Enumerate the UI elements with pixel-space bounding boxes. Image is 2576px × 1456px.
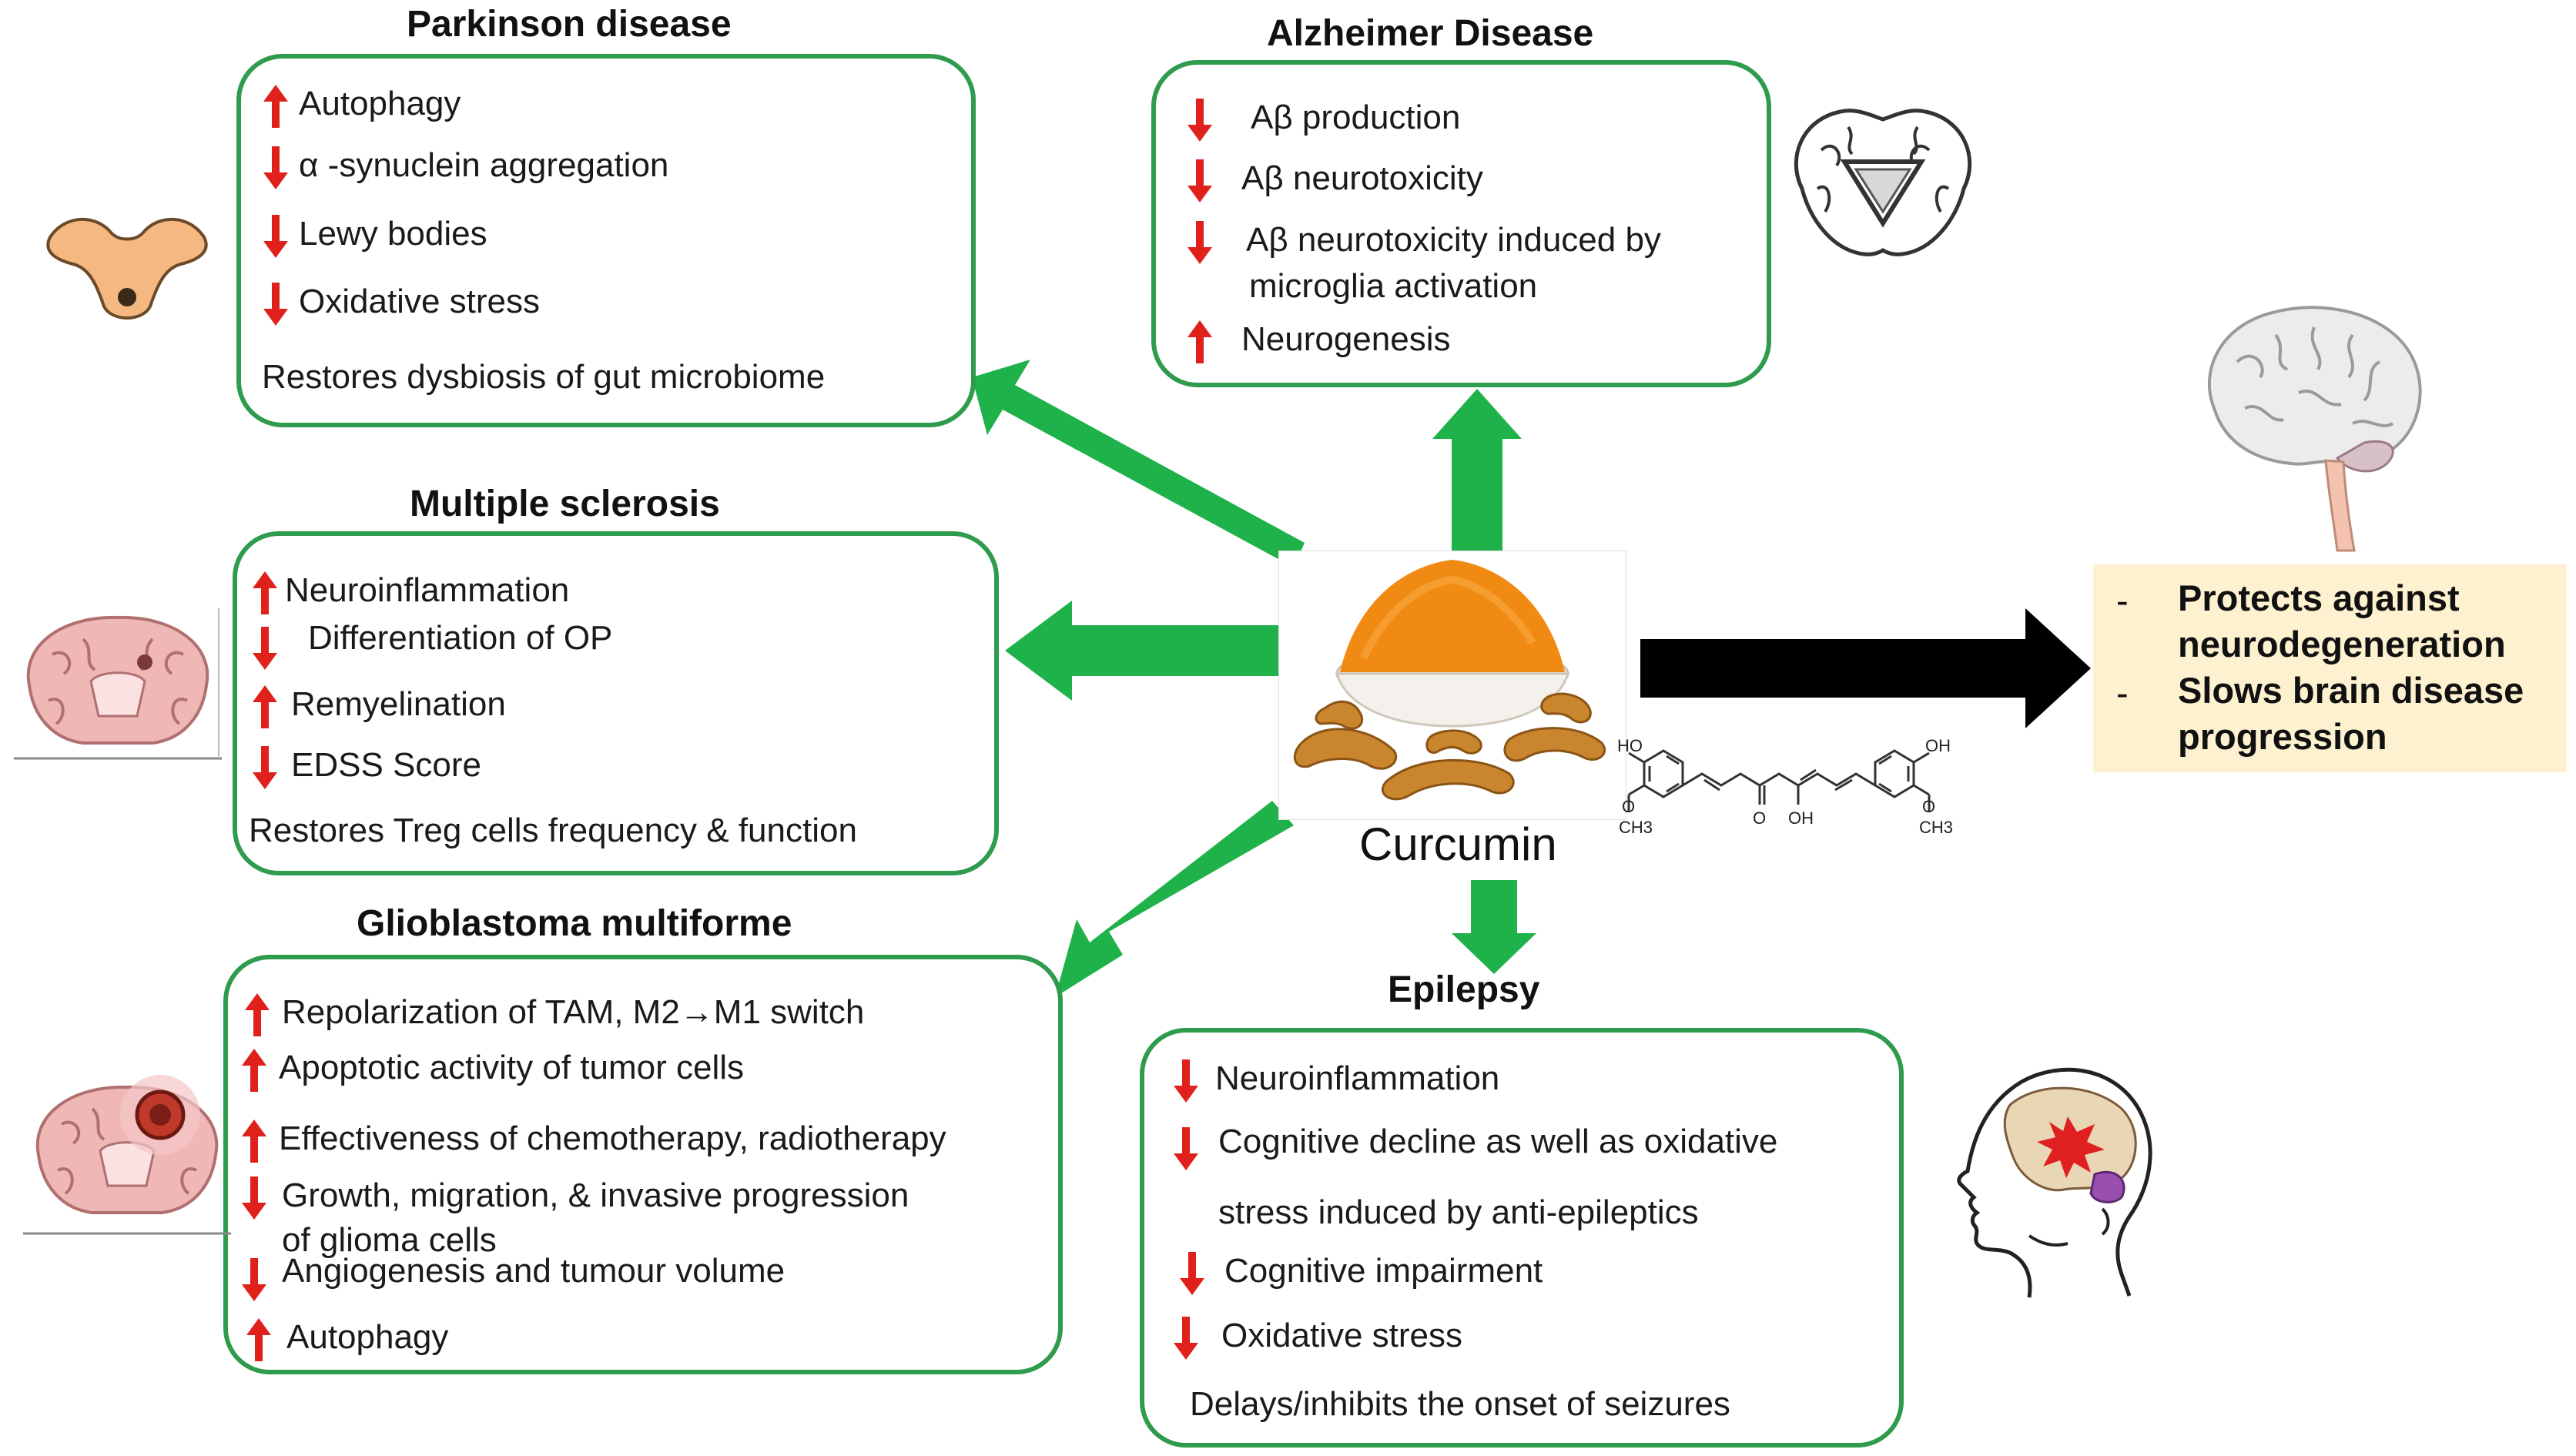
brain-tumor-icon [23,1075,231,1235]
up-arrow-icon [246,1318,271,1361]
up-arrow-icon [1188,320,1212,363]
curcumin-structure: HO O CH3 O OH OH O CH3 [1617,736,1953,837]
down-arrow-icon [1188,221,1212,264]
up-arrow-icon [253,571,277,614]
arrow-to-alzheimer [1432,389,1522,551]
note-line-1b: neurodegeneration [2178,624,2506,664]
up-arrow-icon [253,685,277,728]
down-arrow-icon [263,283,288,326]
coronal-brain-icon [1794,109,1972,256]
epilepsy-title: Epilepsy [1388,969,1540,1010]
ms-title: Multiple sclerosis [410,484,720,524]
note-line-2b: progression [2178,716,2387,757]
note-line-1a: Protects against [2178,577,2460,618]
molecule-label-ch3-left: CH3 [1619,818,1653,837]
gbm-box [223,955,1063,1374]
epilepsy-box [1140,1028,1904,1448]
outcome-note [2093,564,2567,772]
down-arrow-icon [263,215,288,258]
down-arrow-icon [1180,1252,1204,1295]
curcumin-image [1278,551,1626,820]
down-arrow-icon [242,1258,266,1301]
down-arrow-icon [1174,1127,1198,1170]
up-arrow-icon [242,1049,266,1092]
down-arrow-icon [253,627,277,670]
head-seizure-icon [1957,1067,2152,1298]
up-arrow-icon [242,1120,266,1163]
molecule-label-ho: HO [1617,736,1643,755]
gbm-title: Glioblastoma multiforme [357,903,792,944]
alzheimer-title: Alzheimer Disease [1267,13,1594,54]
down-arrow-icon [242,1177,266,1220]
alzheimer-box [1151,60,1771,387]
molecule-label-o-mid: O [1753,808,1766,828]
down-arrow-icon [1174,1059,1198,1103]
down-arrow-icon [1188,159,1212,203]
down-arrow-icon [263,146,288,189]
arrow-main-outcome [1640,608,2091,728]
molecule-label-oh-mid: OH [1788,808,1814,828]
ms-brain-section-icon [14,608,222,760]
note-dash-1: - [2116,580,2129,621]
curcumin-label: Curcumin [1359,818,1557,870]
up-arrow-icon [245,993,270,1036]
molecule-label-ch3-right: CH3 [1919,818,1953,837]
molecule-label-oh-right: OH [1925,736,1951,755]
brain-icon [2207,306,2422,552]
down-arrow-icon [1188,99,1212,142]
arrow-to-ms [1005,601,1282,701]
molecule-label-o-right: O [1922,797,1935,816]
molecule-label-o-left: O [1622,797,1635,816]
note-line-2a: Slows brain disease [2178,670,2524,711]
arrow-to-epilepsy [1452,880,1536,974]
arrow-to-gbm [1055,801,1294,997]
parkinson-box [236,54,976,427]
arrow-to-parkinson [972,360,1305,567]
up-arrow-icon [263,85,288,128]
parkinson-title: Parkinson disease [407,4,732,45]
down-arrow-icon [253,746,277,789]
brainstem-icon [46,217,208,320]
down-arrow-icon [1174,1317,1198,1360]
ms-box [233,531,999,875]
note-dash-2: - [2116,672,2129,713]
